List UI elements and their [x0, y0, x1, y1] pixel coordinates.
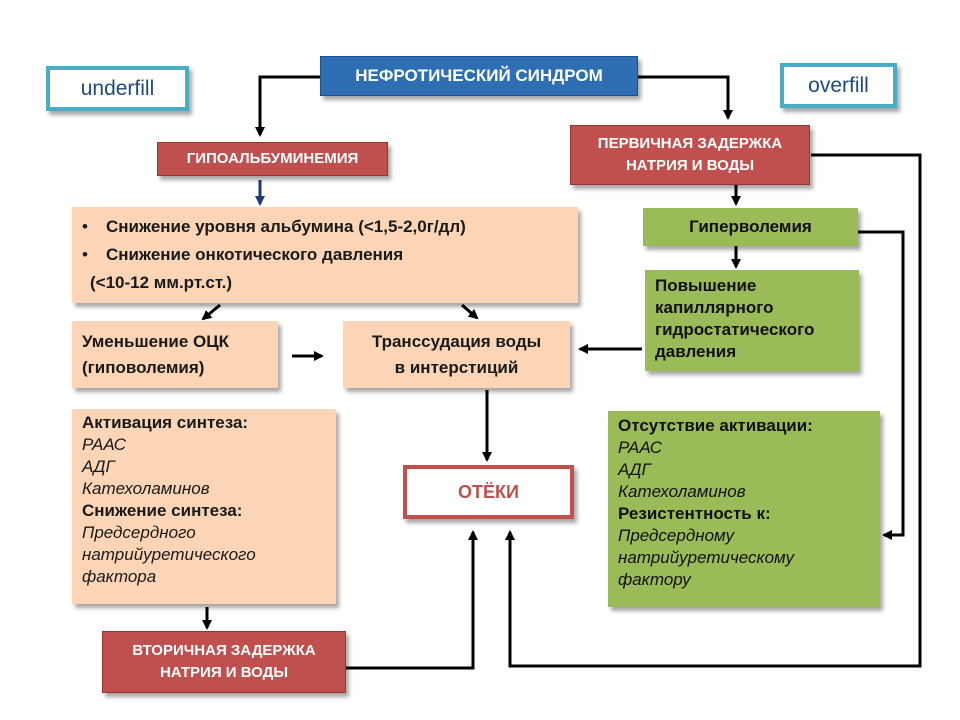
resistance-item: Предсердному — [618, 526, 735, 545]
pressure-line-4: давления — [655, 342, 737, 361]
bullet-dot-icon: • — [82, 245, 88, 264]
underfill-tag: underfill — [46, 66, 189, 111]
albumin-bullets-box: • Снижение уровня альбумина (<1,5-2,0г/д… — [72, 207, 578, 303]
arrow-bullets-to-ock — [201, 303, 221, 321]
activation-title: Активация синтеза: — [82, 413, 249, 432]
ock-line-2: (гиповолемия) — [82, 358, 205, 377]
absence-item: РААС — [618, 438, 663, 457]
transudation-line-1: Транссудация воды — [371, 332, 542, 351]
transudation-line-2: в интерстиций — [394, 358, 519, 377]
resistance-item: фактору — [618, 570, 691, 589]
overfill-label: overfill — [808, 73, 869, 97]
activation-item: АДГ — [82, 457, 115, 476]
edema-label: ОТЁКИ — [458, 481, 519, 502]
hydrostatic-pressure-node: Повышение капиллярного гидростатического… — [645, 270, 859, 371]
root-node: НЕФРОТИЧЕСКИЙ СИНДРОМ — [320, 56, 638, 96]
hypoalbuminemia-node: ГИПОАЛЬБУМИНЕМИЯ — [157, 142, 388, 176]
hypervolemia-label: Гиперволемия — [689, 217, 812, 236]
pressure-line-3: гидростатического — [655, 320, 815, 339]
edema-node: ОТЁКИ — [403, 465, 574, 519]
primary-line-2: НАТРИЯ И ВОДЫ — [625, 157, 755, 174]
secondary-line-1: ВТОРИЧНАЯ ЗАДЕРЖКА — [132, 642, 316, 659]
bullet-item: • Снижение уровня альбумина (<1,5-2,0г/д… — [82, 213, 568, 241]
reduction-item: Предсердного — [82, 523, 196, 542]
hypervolemia-node: Гиперволемия — [643, 208, 858, 246]
absence-item: Катехоламинов — [618, 482, 746, 501]
absence-activation-box: Отсутствие активации: РААС АДГ Катехолам… — [608, 411, 880, 607]
pressure-line-1: Повышение — [655, 276, 757, 295]
arrow-secondary-to-edema — [346, 530, 478, 670]
arrow-root-to-hypo — [255, 75, 320, 137]
bullet-dot-icon: • — [82, 217, 88, 236]
bullet-item: • Снижение онкотического давления — [82, 241, 568, 269]
absence-title: Отсутствие активации: — [618, 416, 813, 435]
activation-item: РААС — [82, 435, 127, 454]
activation-item: Катехоламинов — [82, 479, 210, 498]
primary-line-1: ПЕРВИЧНАЯ ЗАДЕРЖКА — [597, 135, 783, 152]
blood-volume-node: Уменьшение ОЦК (гиповолемия) — [72, 321, 278, 388]
arrow-root-to-primary — [638, 75, 733, 120]
bullet-text-2: Снижение онкотического давления — [106, 245, 404, 264]
underfill-label: underfill — [80, 76, 155, 100]
secondary-retention-node: ВТОРИЧНАЯ ЗАДЕРЖКА НАТРИЯ И ВОДЫ — [102, 631, 346, 693]
absence-item: АДГ — [618, 460, 651, 479]
reduction-item: натрийуретического — [82, 545, 256, 564]
reduction-title: Снижение синтеза: — [82, 501, 243, 520]
resistance-title: Резистентность к: — [618, 504, 771, 523]
hypoalbuminemia-label: ГИПОАЛЬБУМИНЕМИЯ — [186, 149, 359, 167]
activation-synthesis-box: Активация синтеза: РААС АДГ Катехоламино… — [72, 409, 336, 604]
pressure-line-2: капиллярного — [655, 298, 774, 317]
resistance-item: натрийуретическому — [618, 548, 794, 567]
secondary-line-2: НАТРИЯ И ВОДЫ — [159, 664, 289, 681]
root-label: НЕФРОТИЧЕСКИЙ СИНДРОМ — [355, 66, 603, 85]
primary-retention-node: ПЕРВИЧНАЯ ЗАДЕРЖКА НАТРИЯ И ВОДЫ — [570, 125, 810, 185]
overfill-tag: overfill — [780, 63, 897, 108]
bullet-text-1: Снижение уровня альбумина (<1,5-2,0г/дл) — [106, 217, 466, 236]
bullet-continuation: (<10-12 мм.рт.ст.) — [90, 273, 233, 292]
reduction-item: фактора — [82, 567, 157, 586]
ock-line-1: Уменьшение ОЦК — [82, 332, 230, 351]
transudation-node: Транссудация воды в интерстиций — [343, 321, 570, 388]
arrow-bullets-to-transudation — [461, 303, 479, 320]
